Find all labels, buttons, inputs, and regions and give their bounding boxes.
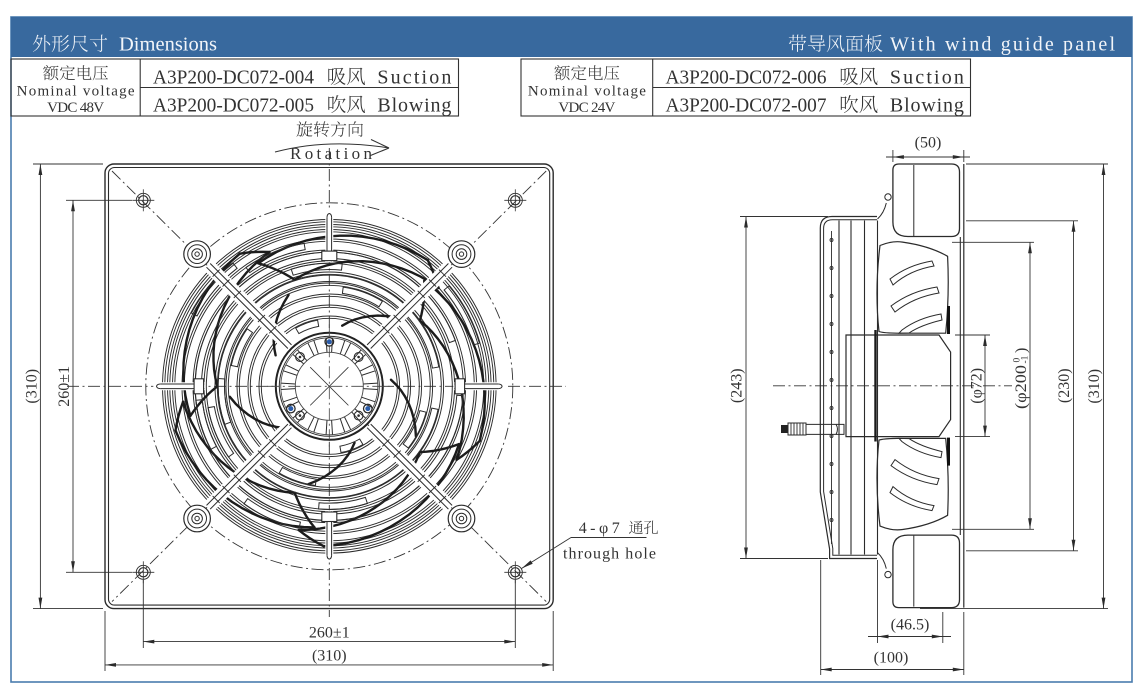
- svg-text:(310): (310): [24, 369, 41, 404]
- svg-text:(243): (243): [729, 368, 746, 403]
- svg-text:Dimensions: Dimensions: [119, 34, 217, 56]
- svg-text:A3P200-DC072-005: A3P200-DC072-005: [153, 95, 314, 117]
- svg-text:(φ72): (φ72): [969, 368, 986, 404]
- svg-text:-1: -1: [1021, 355, 1031, 363]
- svg-text:Nominal voltage: Nominal voltage: [17, 84, 135, 100]
- svg-text:(230): (230): [1056, 368, 1073, 403]
- svg-text:): ): [1013, 348, 1030, 353]
- svg-text:VDC 24V: VDC 24V: [558, 100, 615, 116]
- svg-text:260±1: 260±1: [309, 624, 350, 641]
- svg-text:(310): (310): [312, 648, 347, 665]
- svg-text:260±1: 260±1: [56, 366, 73, 407]
- svg-text:VDC 48V: VDC 48V: [47, 100, 104, 116]
- svg-text:(100): (100): [874, 650, 909, 667]
- svg-text:(310): (310): [1086, 369, 1103, 404]
- svg-text:A3P200-DC072-004: A3P200-DC072-004: [153, 67, 314, 89]
- svg-text:A3P200-DC072-007: A3P200-DC072-007: [666, 95, 827, 117]
- svg-text:(50): (50): [915, 135, 942, 152]
- svg-text:Blowing: Blowing: [377, 95, 451, 117]
- svg-text:through hole: through hole: [563, 546, 656, 563]
- svg-text:A3P200-DC072-006: A3P200-DC072-006: [666, 67, 827, 89]
- svg-text:(φ200: (φ200: [1013, 365, 1030, 409]
- svg-text:Suction: Suction: [377, 67, 451, 89]
- svg-text:Suction: Suction: [890, 67, 964, 89]
- svg-text:Rotation: Rotation: [290, 144, 373, 163]
- svg-text:(46.5): (46.5): [891, 617, 930, 634]
- svg-text:With wind guide panel: With wind guide panel: [890, 34, 1115, 56]
- svg-text:0: 0: [1013, 358, 1023, 363]
- svg-text:Nominal voltage: Nominal voltage: [528, 84, 646, 100]
- svg-text:Blowing: Blowing: [890, 95, 964, 117]
- svg-text:4-φ7: 4-φ7: [579, 520, 620, 537]
